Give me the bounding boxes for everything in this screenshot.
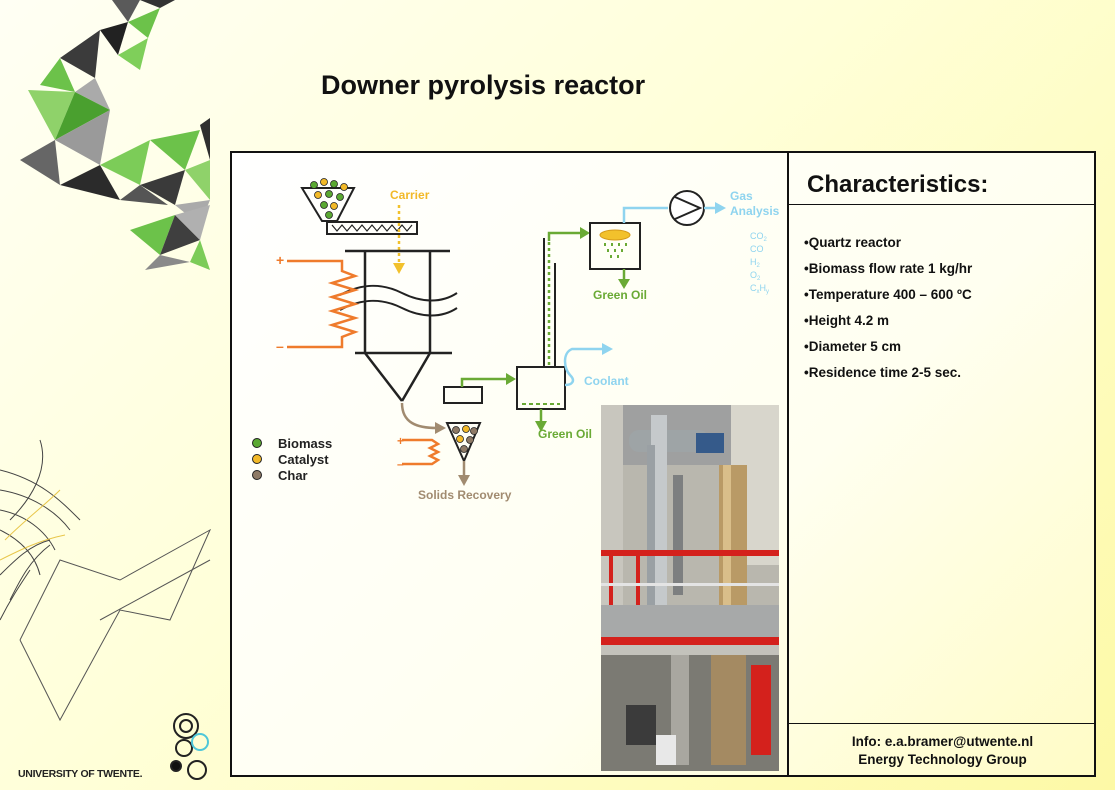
reactor-vessel (339, 249, 458, 402)
filter-arrowhead (506, 373, 516, 385)
legend-label-char: Char (278, 468, 308, 483)
biomass-hopper (300, 178, 356, 222)
lower-green-oil-arrowhead (535, 421, 547, 432)
slide-title: Downer pyrolysis reactor (321, 70, 646, 100)
legend-label-biomass: Biomass (278, 436, 332, 451)
characteristic-item: •Biomass flow rate 1 kg/hr (804, 261, 973, 276)
screw-feeder (326, 221, 418, 235)
characteristics-panel: Characteristics: •Quartz reactor •Biomas… (787, 153, 1096, 775)
heater-plus-label: + (276, 252, 284, 268)
reactor-heater (287, 259, 360, 349)
characteristic-item: •Temperature 400 – 600 ºC (804, 287, 972, 302)
characteristics-list: •Quartz reactor •Biomass flow rate 1 kg/… (804, 235, 972, 391)
gas-analysis-label-2: Analysis (730, 204, 780, 218)
legend-swatch-catalyst (252, 454, 262, 464)
info-divider (789, 723, 1096, 724)
gas-species-o2: O2 (750, 270, 761, 282)
recovery-heater (402, 438, 441, 466)
characteristic-item: •Diameter 5 cm (804, 339, 902, 354)
legend: Biomass Catalyst Char (252, 436, 332, 483)
decorative-graphics (0, 0, 212, 780)
solids-recovery-label: Solids Recovery (418, 488, 512, 502)
reactor-photo-image (601, 405, 779, 771)
characteristic-item: •Quartz reactor (804, 235, 902, 250)
characteristic-item: •Height 4.2 m (804, 313, 889, 328)
carrier-label: Carrier (390, 188, 430, 202)
gas-species-h2: H2 (750, 257, 761, 269)
upper-condenser (589, 222, 641, 270)
legend-item-biomass: Biomass (252, 436, 332, 451)
characteristic-item: •Residence time 2-5 sec. (804, 365, 962, 380)
university-logo-mark (170, 713, 209, 780)
info-box: Info: e.a.bramer@utwente.nl Energy Techn… (789, 733, 1096, 769)
gas-species-list: CO2 CO H2 O2 CxHy (750, 231, 769, 295)
process-diagram: Carrier + – (252, 178, 780, 502)
carrier-arrowhead (393, 263, 405, 274)
gas-analysis-label-1: Gas (730, 189, 753, 203)
gas-out-arrowhead (715, 202, 726, 214)
legend-item-catalyst: Catalyst (252, 452, 329, 467)
info-email: Info: e.a.bramer@utwente.nl (851, 734, 1034, 749)
polygon-cluster-decoration (20, 0, 210, 270)
gas-pump-symbol (674, 196, 703, 220)
coolant-label: Coolant (584, 374, 629, 388)
char-flow-arrowhead (435, 422, 446, 434)
riser-pipe (543, 227, 590, 367)
gas-species-cxhy: CxHy (750, 283, 769, 295)
main-frame: Carrier + – (230, 151, 1096, 777)
upper-condenser-mist (599, 229, 631, 241)
legend-swatch-char (252, 470, 262, 480)
characteristics-divider (789, 204, 1096, 205)
coolant-line (563, 347, 604, 387)
upper-green-oil-arrowhead (618, 279, 630, 289)
legend-label-catalyst: Catalyst (278, 452, 329, 467)
info-group: Energy Technology Group (858, 752, 1027, 767)
upper-condenser-droplets (604, 243, 627, 258)
line-art-decoration (0, 439, 212, 722)
solids-recovery-vessel (445, 422, 482, 486)
recovery-minus-label: – (397, 457, 404, 471)
lower-condenser (516, 366, 566, 410)
green-oil-top-label: Green Oil (593, 288, 647, 302)
characteristics-title: Characteristics: (807, 171, 989, 198)
heater-minus-label: – (276, 338, 284, 354)
filter-to-condenser-arrow (460, 377, 508, 387)
university-name: UNIVERSITY OF TWENTE. (18, 768, 143, 780)
filter-box (443, 386, 483, 404)
reactor-photo (601, 405, 779, 771)
gas-species-co: CO (750, 244, 764, 254)
recovery-plus-label: + (397, 434, 404, 448)
gas-line (622, 206, 668, 223)
gas-species-co2: CO2 (750, 231, 768, 243)
legend-swatch-biomass (252, 438, 262, 448)
coolant-arrowhead (602, 343, 613, 355)
green-oil-bottom-label: Green Oil (538, 427, 592, 441)
char-flow-arrow (400, 402, 438, 430)
legend-item-char: Char (252, 468, 308, 483)
